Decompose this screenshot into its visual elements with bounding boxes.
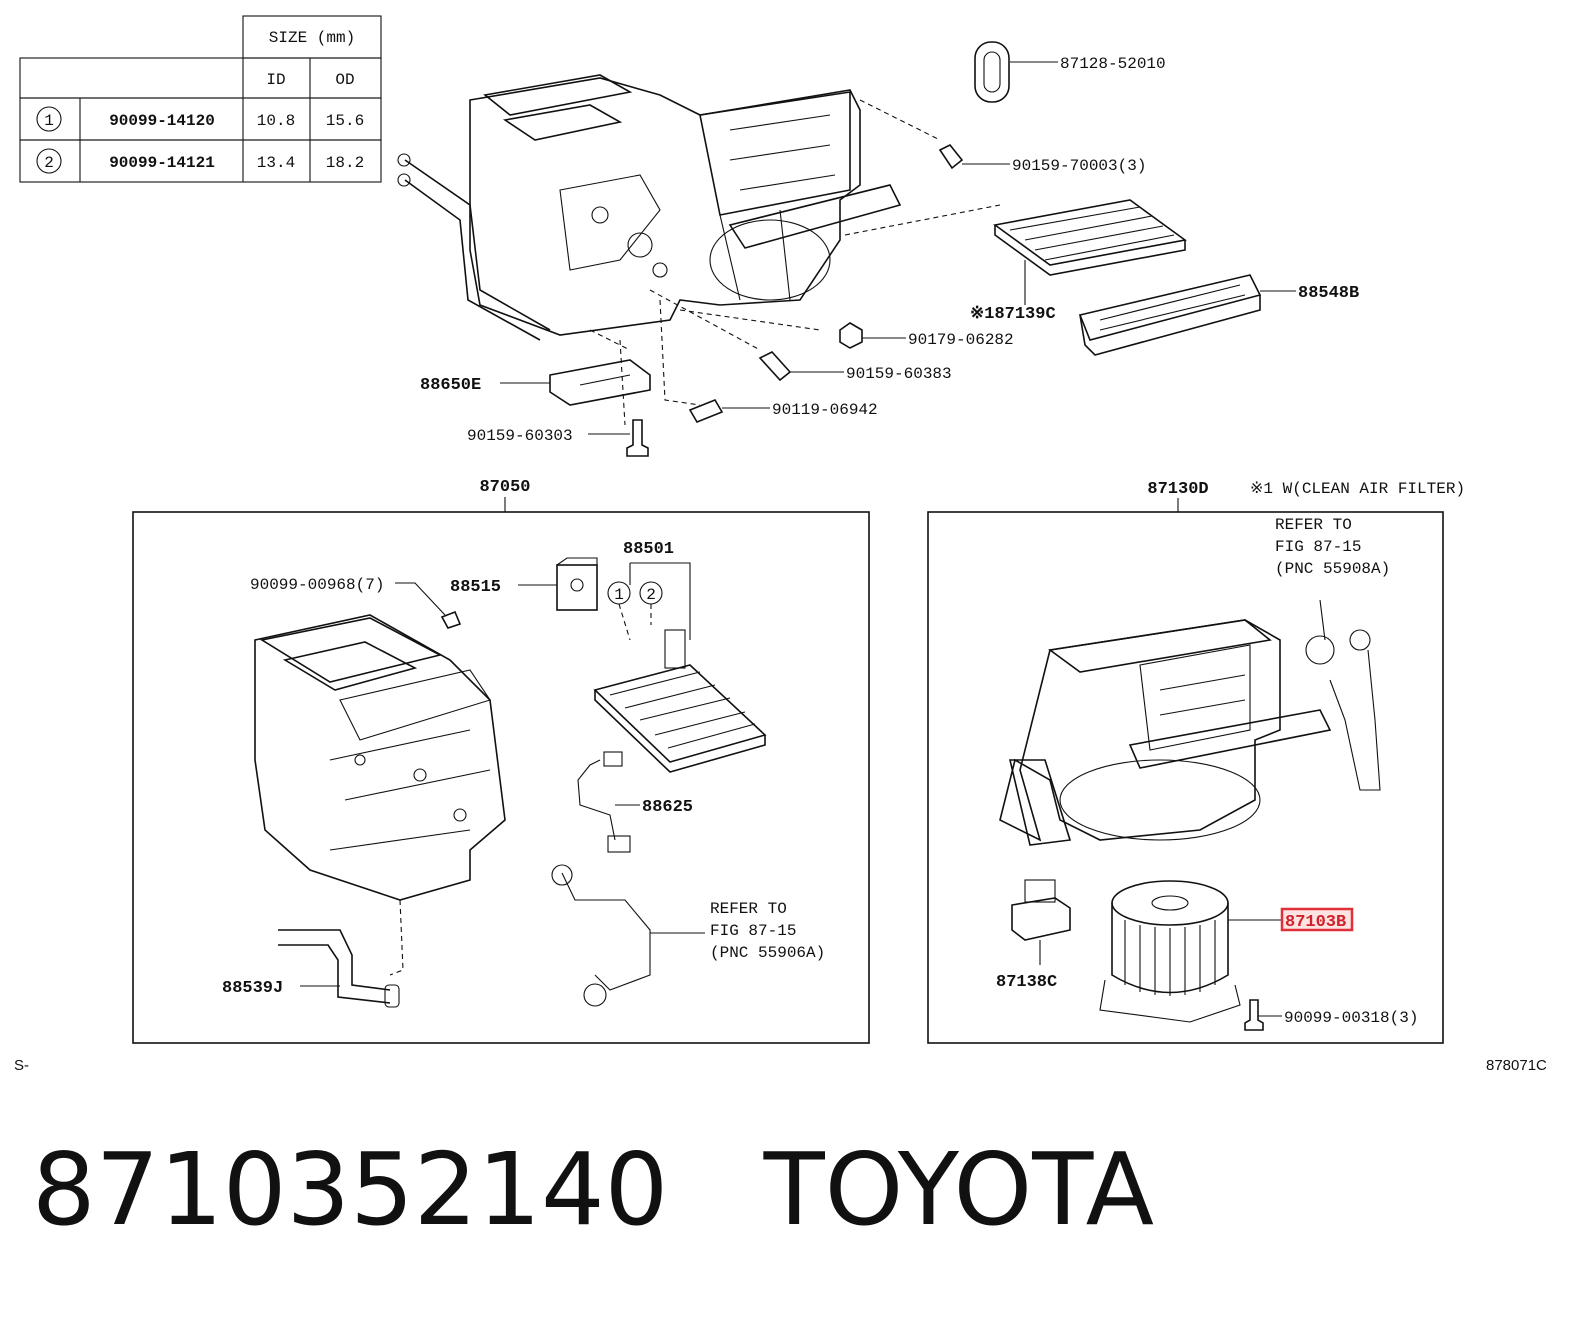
callout-88501[interactable]: 88501 xyxy=(623,540,674,559)
diagram-code-left: S- xyxy=(14,1057,29,1074)
left-refer-line-1: REFER TO xyxy=(710,900,787,918)
blower-motor[interactable] xyxy=(1099,880,1282,1023)
row2-id: 13.4 xyxy=(257,154,295,172)
callout-87138C[interactable]: 87138C xyxy=(996,973,1057,992)
row1-part-number[interactable]: 90099-14120 xyxy=(109,112,215,130)
callout-88515[interactable]: 88515 xyxy=(450,578,501,597)
callout-90159-60303[interactable]: 90159-60303 xyxy=(467,427,573,445)
callout-87128-52010[interactable]: 87128-52010 xyxy=(1060,55,1166,73)
size-table-id-header: ID xyxy=(266,71,285,89)
callout-87103B-highlighted[interactable]: 87103B xyxy=(1285,913,1346,932)
blower-case-drawing xyxy=(999,619,1332,846)
part-number-caption: 8710352140 TOYOTA xyxy=(32,1131,1154,1248)
bolt-icon xyxy=(758,351,844,382)
row2-part-number[interactable]: 90099-14121 xyxy=(109,154,215,172)
left-refer-line-2: FIG 87-15 xyxy=(710,922,796,940)
callout-88625[interactable]: 88625 xyxy=(642,798,693,817)
blower-resistor[interactable] xyxy=(1011,879,1071,965)
callout-90099-00318[interactable]: 90099-00318(3) xyxy=(1284,1009,1418,1027)
right-refer-line-2: FIG 87-15 xyxy=(1275,538,1361,556)
right-refer-line-1: REFER TO xyxy=(1275,516,1352,534)
screw-icon xyxy=(588,419,649,457)
heater-unit-drawing xyxy=(254,614,506,976)
callout-88650E[interactable]: 88650E xyxy=(420,376,481,395)
row1-mark: 1 xyxy=(44,112,54,130)
left-box-mark-2: 2 xyxy=(646,586,656,604)
filter-cover[interactable] xyxy=(1078,274,1296,356)
callout-90119-06942[interactable]: 90119-06942 xyxy=(772,401,878,419)
wire-harness xyxy=(1305,599,1381,791)
right-box-note: ※1 W(CLEAN AIR FILTER) xyxy=(1250,480,1465,498)
screw-icon xyxy=(938,143,1010,170)
size-table-od-header: OD xyxy=(335,71,354,89)
amplifier-part[interactable] xyxy=(500,359,651,406)
left-refer-line-3: (PNC 55906A) xyxy=(710,944,825,962)
nut-icon xyxy=(839,322,906,349)
screw-icon xyxy=(395,582,462,629)
row1-id: 10.8 xyxy=(257,112,295,130)
hvac-assembly-drawing xyxy=(397,74,1001,426)
grommet-part[interactable] xyxy=(974,41,1058,103)
size-table: SIZE (mm) ID OD 1 90099-14120 10.8 15.6 … xyxy=(19,15,382,183)
screw-icon xyxy=(1244,999,1282,1031)
callout-90099-00968[interactable]: 90099-00968(7) xyxy=(250,576,384,594)
left-box-title[interactable]: 87050 xyxy=(479,478,530,497)
right-box-title[interactable]: 87130D xyxy=(1147,480,1208,499)
callout-90179-06282[interactable]: 90179-06282 xyxy=(908,331,1014,349)
highlight-box xyxy=(1280,907,1354,932)
size-table-header: SIZE (mm) xyxy=(269,29,355,47)
drain-hose[interactable] xyxy=(278,929,400,1008)
bolt-icon xyxy=(688,399,770,423)
left-box-mark-1: 1 xyxy=(614,586,624,604)
row2-od: 18.2 xyxy=(326,154,364,172)
row2-mark: 2 xyxy=(44,154,54,172)
callout-90159-60383[interactable]: 90159-60383 xyxy=(846,365,952,383)
diagram-code-right: 878071C xyxy=(1486,1057,1547,1074)
cabin-air-filter[interactable] xyxy=(993,199,1187,305)
row1-od: 15.6 xyxy=(326,112,364,130)
callout-87139C[interactable]: ※187139C xyxy=(970,305,1056,324)
wire-harness xyxy=(551,864,705,1007)
callout-88548B[interactable]: 88548B xyxy=(1298,284,1359,303)
callout-90159-70003[interactable]: 90159-70003(3) xyxy=(1012,157,1146,175)
right-box-frame xyxy=(927,511,1444,1044)
callout-88539J[interactable]: 88539J xyxy=(222,979,283,998)
left-box-frame xyxy=(132,511,870,1044)
evaporator-core[interactable] xyxy=(593,629,767,773)
expansion-valve[interactable] xyxy=(518,557,598,611)
thermistor-part[interactable] xyxy=(577,751,640,853)
right-refer-line-3: (PNC 55908A) xyxy=(1275,560,1390,578)
